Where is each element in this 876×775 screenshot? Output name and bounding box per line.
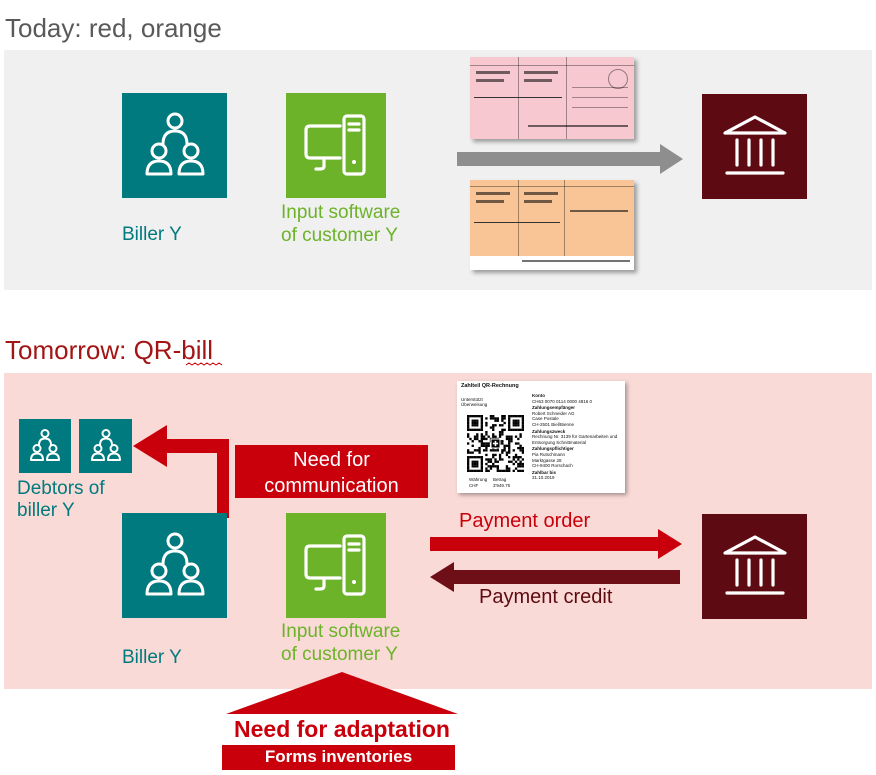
software-label-line-2: of customer Y xyxy=(281,644,398,665)
bank-tile xyxy=(702,94,807,199)
forms-inventories-box: Forms inventories xyxy=(222,745,455,770)
qr-bill-creditor-label: Zahlungsempfänger xyxy=(532,405,576,411)
qr-bill-due-label: Zahlbar bis xyxy=(532,469,557,475)
qr-bill-caption-1: Unterstützt xyxy=(461,397,483,402)
qr-bill-debtor-3: CH-9400 Rorschach xyxy=(532,463,573,469)
qr-bill-info-1: Rechnung Nr. 3139 für Gartenarbeiten und xyxy=(532,434,618,440)
bank-icon xyxy=(722,114,787,175)
qr-bill-due-value: 31.10.2019 xyxy=(532,475,555,481)
tomorrow-heading: Tomorrow: QR-bill xyxy=(5,335,213,365)
need-communication-line-1: Need for xyxy=(293,449,370,471)
need-communication-box: Need for communication xyxy=(235,445,428,498)
bank-tile xyxy=(702,514,807,619)
orange-payment-slip xyxy=(470,180,634,270)
software-tile xyxy=(286,513,386,618)
qr-bill-konto-value: CH63 0070 0114 0000 4816 0 xyxy=(532,398,592,404)
payment-credit-arrow xyxy=(430,562,680,592)
software-label-line-1: Input software xyxy=(281,202,401,223)
people-group-icon xyxy=(145,112,204,175)
biller-label: Biller Y xyxy=(122,224,182,245)
adaptation-arrow xyxy=(226,672,458,714)
people-group-icon xyxy=(30,429,60,461)
software-tile xyxy=(286,93,386,198)
qr-bill-card: Zahlteil QR-Rechnung Unterstützt Überwei… xyxy=(457,381,625,493)
today-heading: Today: red, orange xyxy=(5,13,222,43)
need-communication-line-2: communication xyxy=(264,475,399,497)
qr-bill-creditor-1: Robert Schneider AG xyxy=(532,410,575,416)
qr-bill-caption-2: Überweisung xyxy=(461,402,488,407)
qr-bill-debtor-2: Marktgasse 28 xyxy=(532,457,562,463)
software-label-line-2: of customer Y xyxy=(281,225,398,246)
spellcheck-underline xyxy=(186,362,222,366)
need-adaptation-label: Need for adaptation xyxy=(234,716,450,742)
qr-bill-creditor-3: CH-2501 Biel/Bienne xyxy=(532,421,575,427)
bank-icon xyxy=(722,534,787,595)
software-label-line-1: Input software xyxy=(281,621,401,642)
qr-bill-currency-label: Währung xyxy=(469,477,488,482)
qr-bill-amount-value: 3'949.75 xyxy=(493,483,511,488)
qr-bill-info-2: Entsorgung Schnittmaterial xyxy=(532,439,587,445)
tomorrow-heading-text: Tomorrow: QR-bill xyxy=(5,335,214,365)
qr-bill-title: Zahlteil QR-Rechnung xyxy=(461,383,519,389)
debtor-tile-2 xyxy=(79,419,132,473)
gray-arrow xyxy=(457,144,683,174)
forms-inventories-label: Forms inventories xyxy=(264,747,413,766)
qr-bill-info-label: Zahlungszweck xyxy=(532,428,566,434)
biller-tile xyxy=(122,513,227,618)
qr-code xyxy=(467,415,524,472)
payment-credit-label: Payment credit xyxy=(479,586,613,608)
qr-bill-debtor-1: Pia Rutschmann xyxy=(532,451,566,457)
qr-bill-debtor-label: Zahlungspflichtiger xyxy=(532,446,574,452)
payment-order-label: Payment order xyxy=(459,510,591,532)
qr-bill-amount-label: Betrag xyxy=(493,477,507,482)
debtors-label-line-1: Debtors of xyxy=(17,478,105,499)
communication-arrow xyxy=(133,425,229,518)
biller-tile xyxy=(122,93,227,198)
qr-bill-konto-label: Konto xyxy=(532,393,545,398)
people-group-icon xyxy=(145,532,204,595)
debtors-label-line-2: biller Y xyxy=(17,500,75,521)
red-payment-slip xyxy=(470,57,634,139)
biller-label: Biller Y xyxy=(122,647,182,668)
qr-bill-currency-value: CHF xyxy=(469,483,479,488)
payment-order-arrow xyxy=(430,529,682,559)
computer-icon xyxy=(304,113,366,176)
debtor-tile-1 xyxy=(19,419,71,473)
qr-bill-creditor-2: Case Postale xyxy=(532,416,559,422)
people-group-icon xyxy=(90,429,121,461)
computer-icon xyxy=(304,533,366,596)
